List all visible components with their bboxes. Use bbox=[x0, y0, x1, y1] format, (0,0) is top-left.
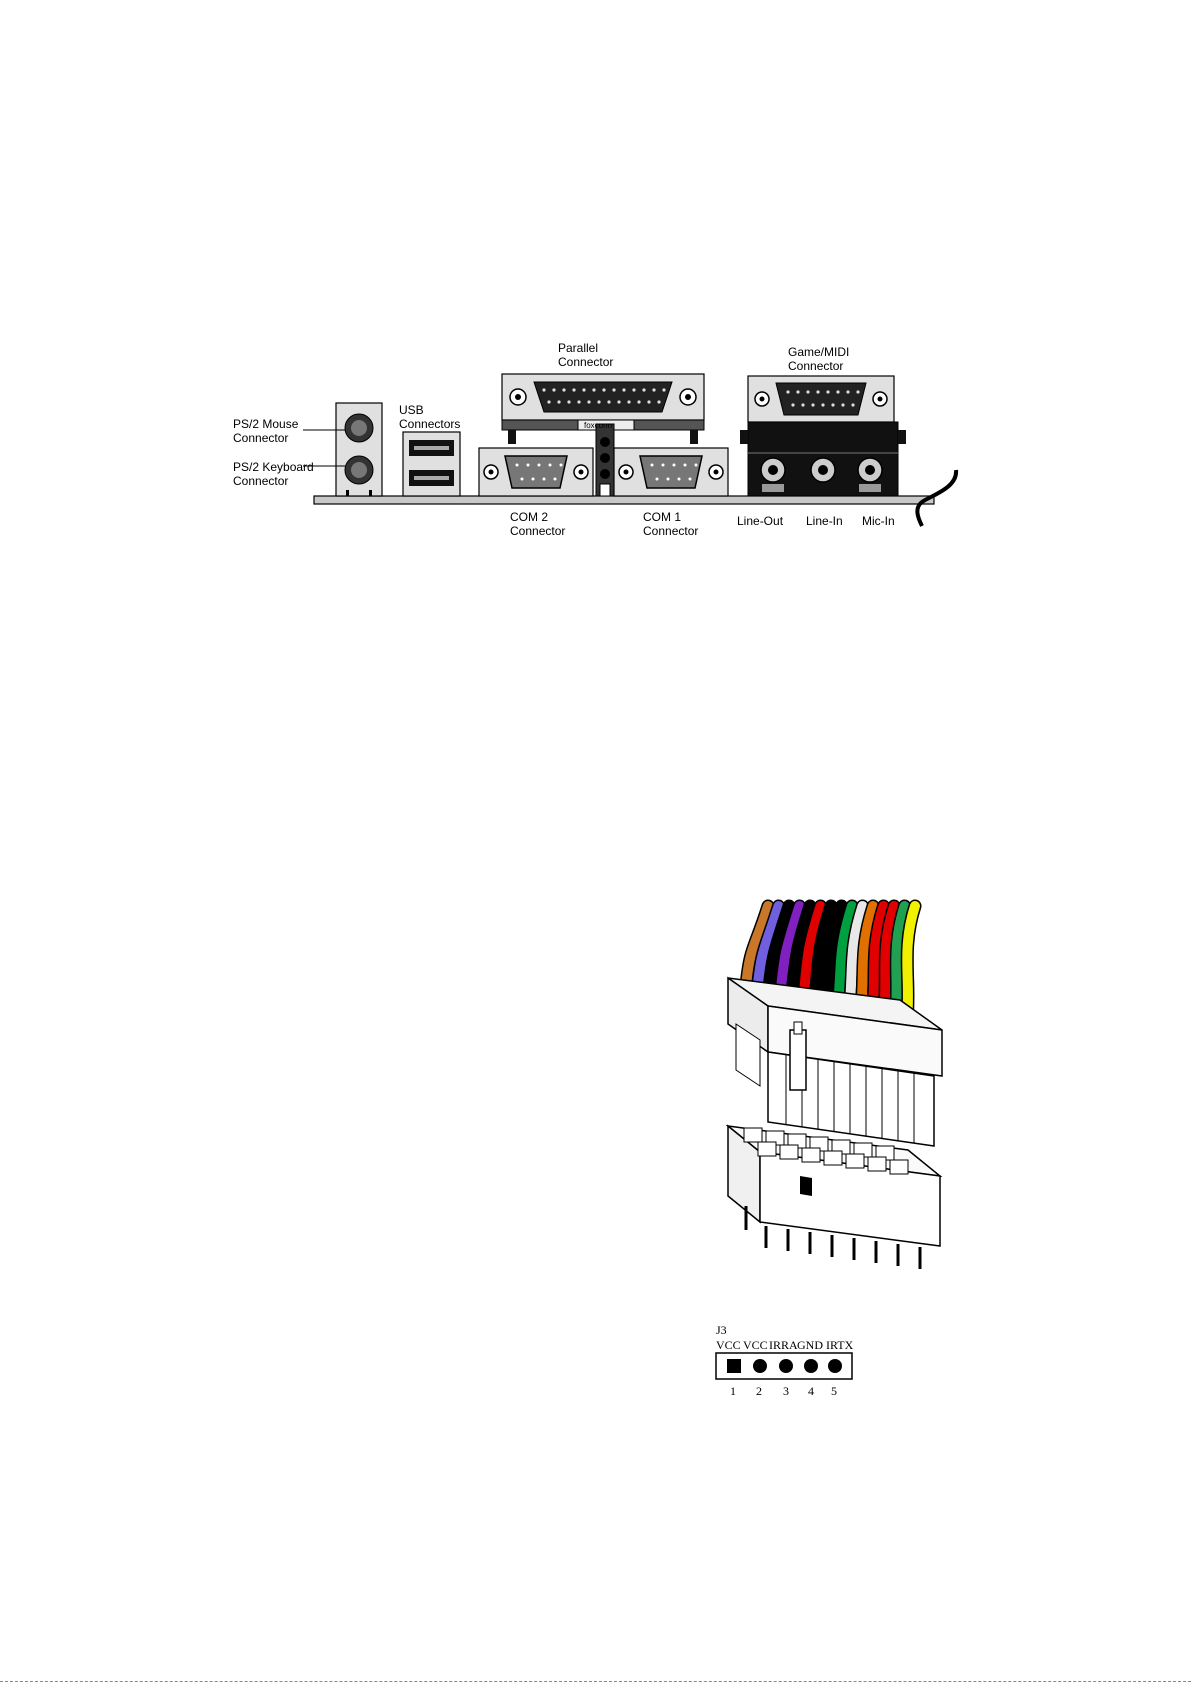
ps2-mouse-label-2: Connector bbox=[233, 431, 288, 445]
j3-pin-2 bbox=[753, 1359, 767, 1373]
j3-title: J3 bbox=[716, 1323, 727, 1337]
game-label-2: Connector bbox=[788, 359, 843, 373]
j3-pin-5 bbox=[828, 1359, 842, 1373]
j3-pin-number-3: 3 bbox=[783, 1384, 789, 1398]
j3-pin-label-5: IRTX bbox=[826, 1338, 854, 1352]
ps2-stack bbox=[303, 403, 382, 496]
parallel-label-2: Connector bbox=[558, 355, 613, 369]
board-edge bbox=[314, 496, 934, 504]
game-label-1: Game/MIDI bbox=[788, 345, 849, 359]
j3-pin-label-1: VCC bbox=[716, 1338, 741, 1352]
ps2-keyboard-label-1: PS/2 Keyboard bbox=[233, 460, 314, 474]
usb-stack bbox=[403, 432, 460, 496]
parallel-label-1: Parallel bbox=[558, 341, 598, 355]
j3-pin-number-2: 2 bbox=[756, 1384, 762, 1398]
j3-pin-number-1: 1 bbox=[730, 1384, 736, 1398]
com2-label-1: COM 2 bbox=[510, 510, 548, 524]
power-socket bbox=[728, 1126, 940, 1269]
usb-label-1: USB bbox=[399, 403, 424, 417]
j3-pin-label-3: IRRA bbox=[769, 1338, 798, 1352]
io-panel-diagram: foxconn Parallel Connector Game/MIDI Con… bbox=[233, 341, 956, 538]
com2-connector bbox=[479, 448, 593, 496]
com1-label-1: COM 1 bbox=[643, 510, 681, 524]
j3-header: J3 VCC VCC IRRA GND IRTX 1 2 3 4 5 bbox=[716, 1323, 854, 1398]
j3-pin-number-4: 4 bbox=[808, 1384, 814, 1398]
game-audio-block bbox=[740, 376, 906, 496]
j3-pin-label-4: GND bbox=[797, 1338, 823, 1352]
com1-label-2: Connector bbox=[643, 524, 698, 538]
com2-label-2: Connector bbox=[510, 524, 565, 538]
ps2-keyboard-label-2: Connector bbox=[233, 474, 288, 488]
ps2-mouse-label-1: PS/2 Mouse bbox=[233, 417, 299, 431]
j3-pin-number-5: 5 bbox=[831, 1384, 837, 1398]
mic-in-label: Mic-In bbox=[862, 514, 895, 528]
page-bottom-rule bbox=[0, 1681, 1191, 1682]
atx-power-connector-illustration bbox=[728, 906, 942, 1269]
j3-pin-3 bbox=[779, 1359, 793, 1373]
j3-pin-4 bbox=[804, 1359, 818, 1373]
line-in-label: Line-In bbox=[806, 514, 843, 528]
usb-label-2: Connectors bbox=[399, 417, 460, 431]
com1-connector bbox=[614, 448, 728, 496]
j3-pin-label-2: VCC bbox=[743, 1338, 768, 1352]
latch bbox=[790, 1030, 806, 1090]
brand-mark: foxconn bbox=[584, 421, 612, 430]
j3-pin-1-square bbox=[727, 1359, 741, 1373]
line-out-label: Line-Out bbox=[737, 514, 784, 528]
